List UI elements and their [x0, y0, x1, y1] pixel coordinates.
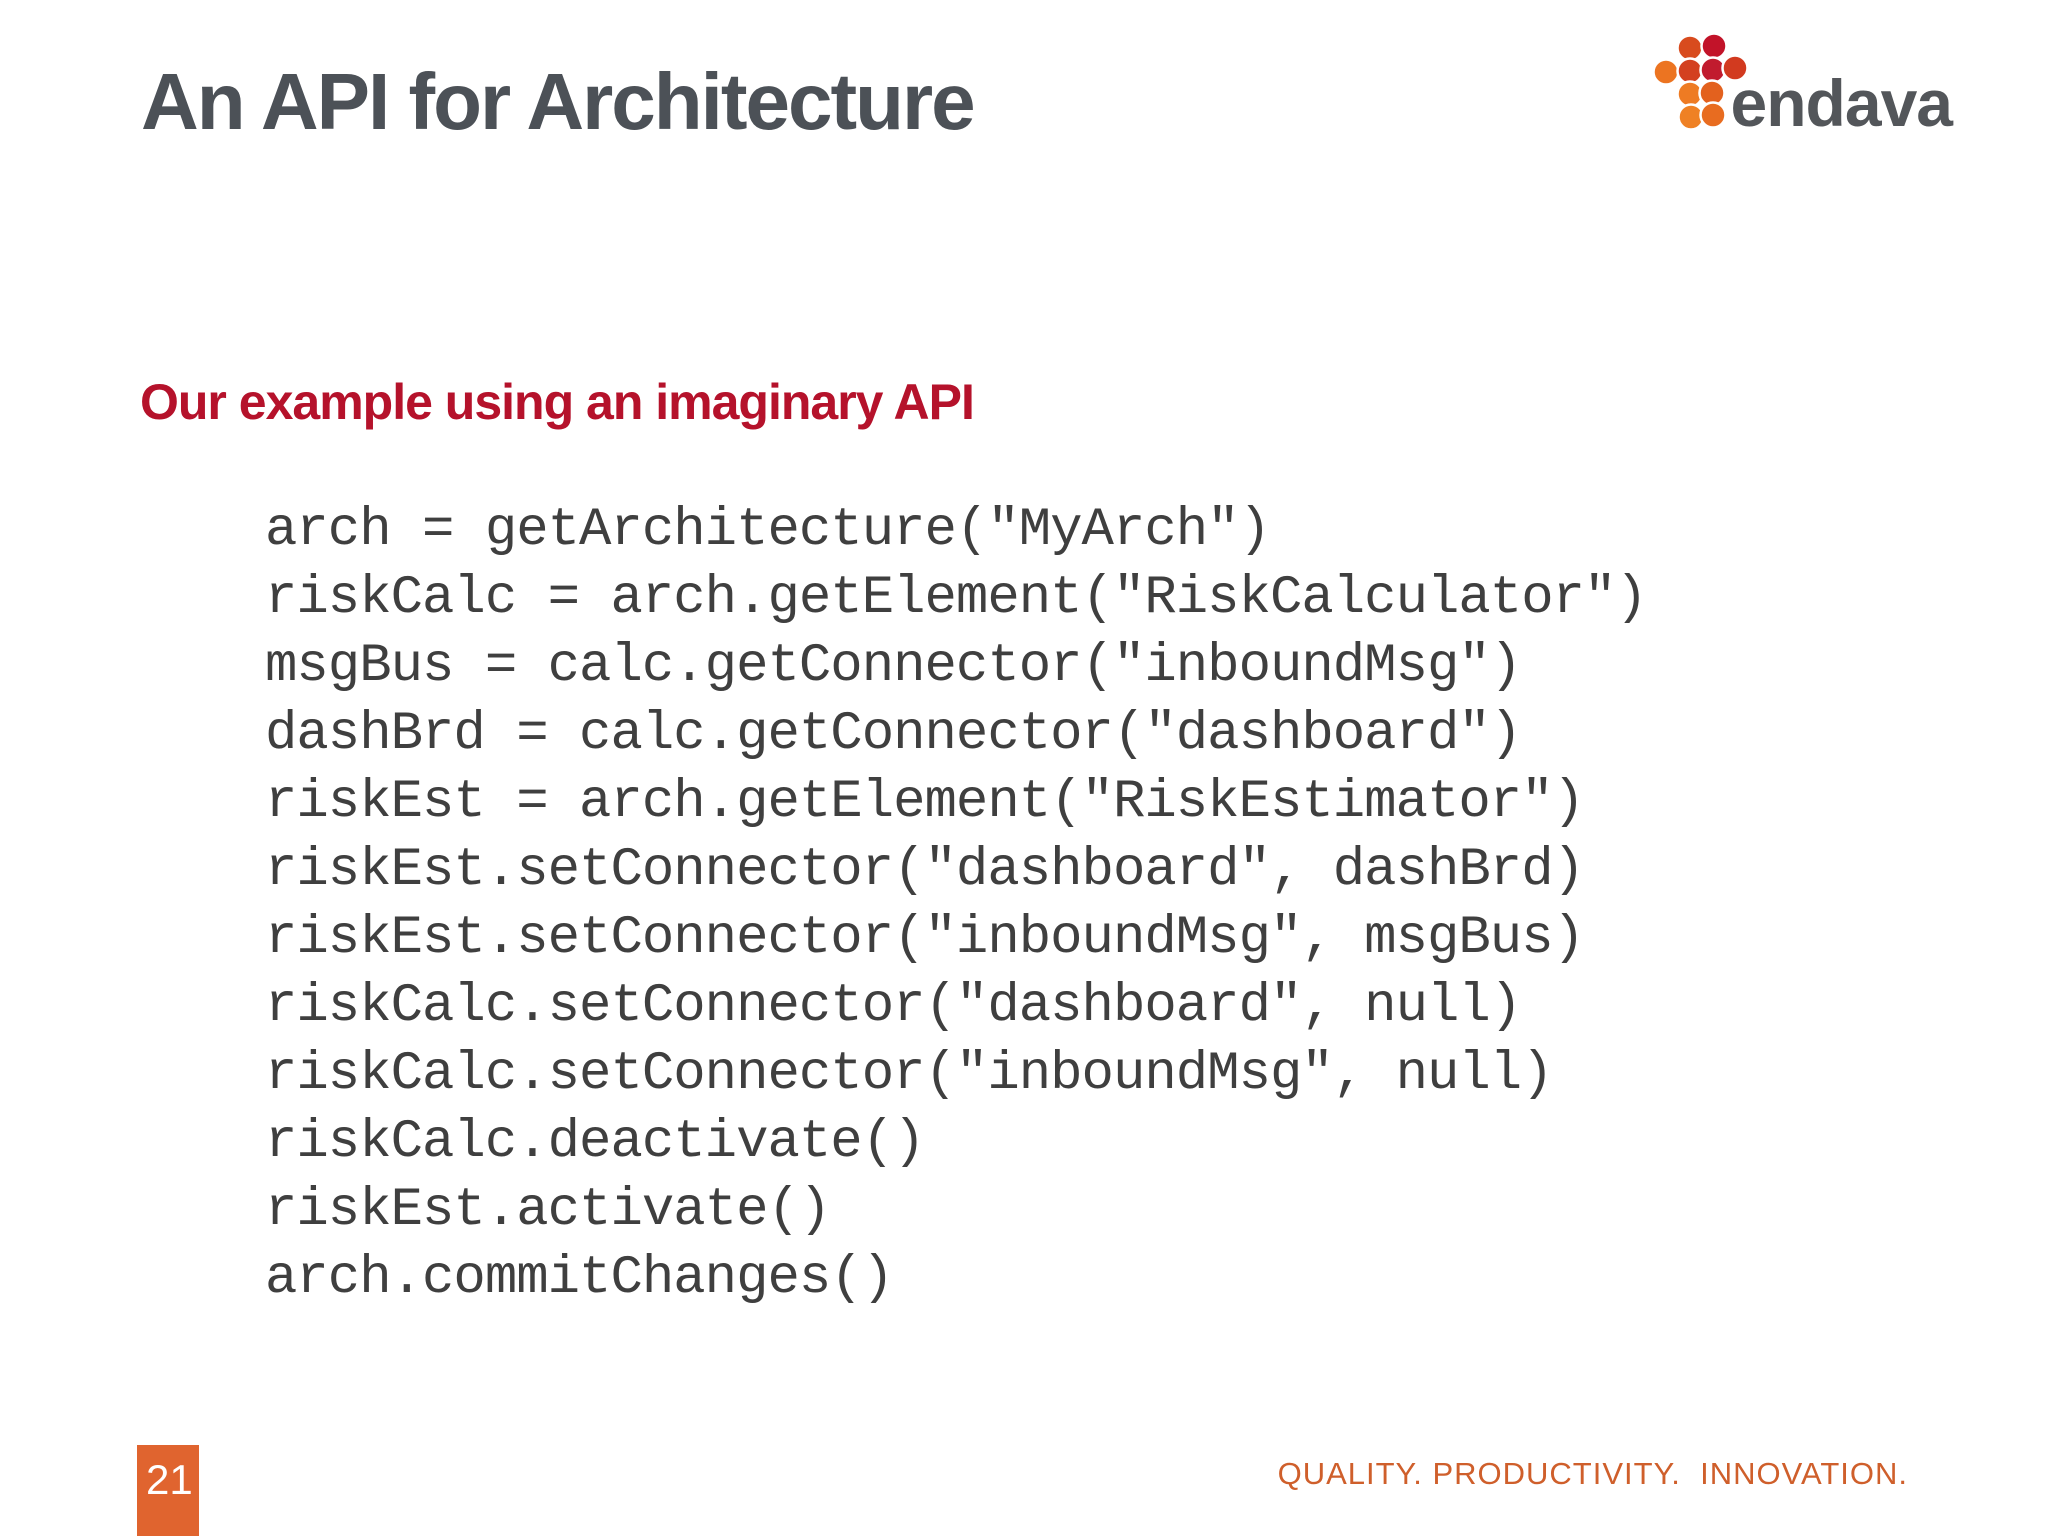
code-line: arch = getArchitecture("MyArch"): [265, 500, 1271, 561]
code-line: riskCalc = arch.getElement("RiskCalculat…: [265, 568, 1648, 629]
code-line: riskCalc.setConnector("dashboard", null): [265, 976, 1522, 1037]
code-line: riskEst.setConnector("inboundMsg", msgBu…: [265, 908, 1585, 969]
code-line: riskEst = arch.getElement("RiskEstimator…: [265, 772, 1585, 833]
code-line: dashBrd = calc.getConnector("dashboard"): [265, 704, 1522, 765]
page-number-badge: 21: [137, 1445, 199, 1536]
section-heading: Our example using an imaginary API: [140, 374, 975, 430]
code-line: riskCalc.deactivate(): [265, 1112, 926, 1173]
code-line: arch.commitChanges(): [265, 1248, 894, 1309]
endava-dots-logo-icon: [1652, 32, 1747, 131]
code-line: msgBus = calc.getConnector("inboundMsg"): [265, 636, 1522, 697]
code-block: arch = getArchitecture("MyArch") riskCalc…: [265, 497, 1648, 1313]
code-line: riskCalc.setConnector("inboundMsg", null…: [265, 1044, 1554, 1105]
endava-logo: endava: [1652, 32, 1953, 140]
endava-logo-wordmark: endava: [1730, 66, 1953, 140]
page-title: An API for Architecture: [141, 57, 976, 146]
code-line: riskEst.setConnector("dashboard", dashBr…: [265, 840, 1585, 901]
code-line: riskEst.activate(): [265, 1180, 831, 1241]
footer-tagline: QUALITY. PRODUCTIVITY. INNOVATION.: [1277, 1456, 1908, 1491]
